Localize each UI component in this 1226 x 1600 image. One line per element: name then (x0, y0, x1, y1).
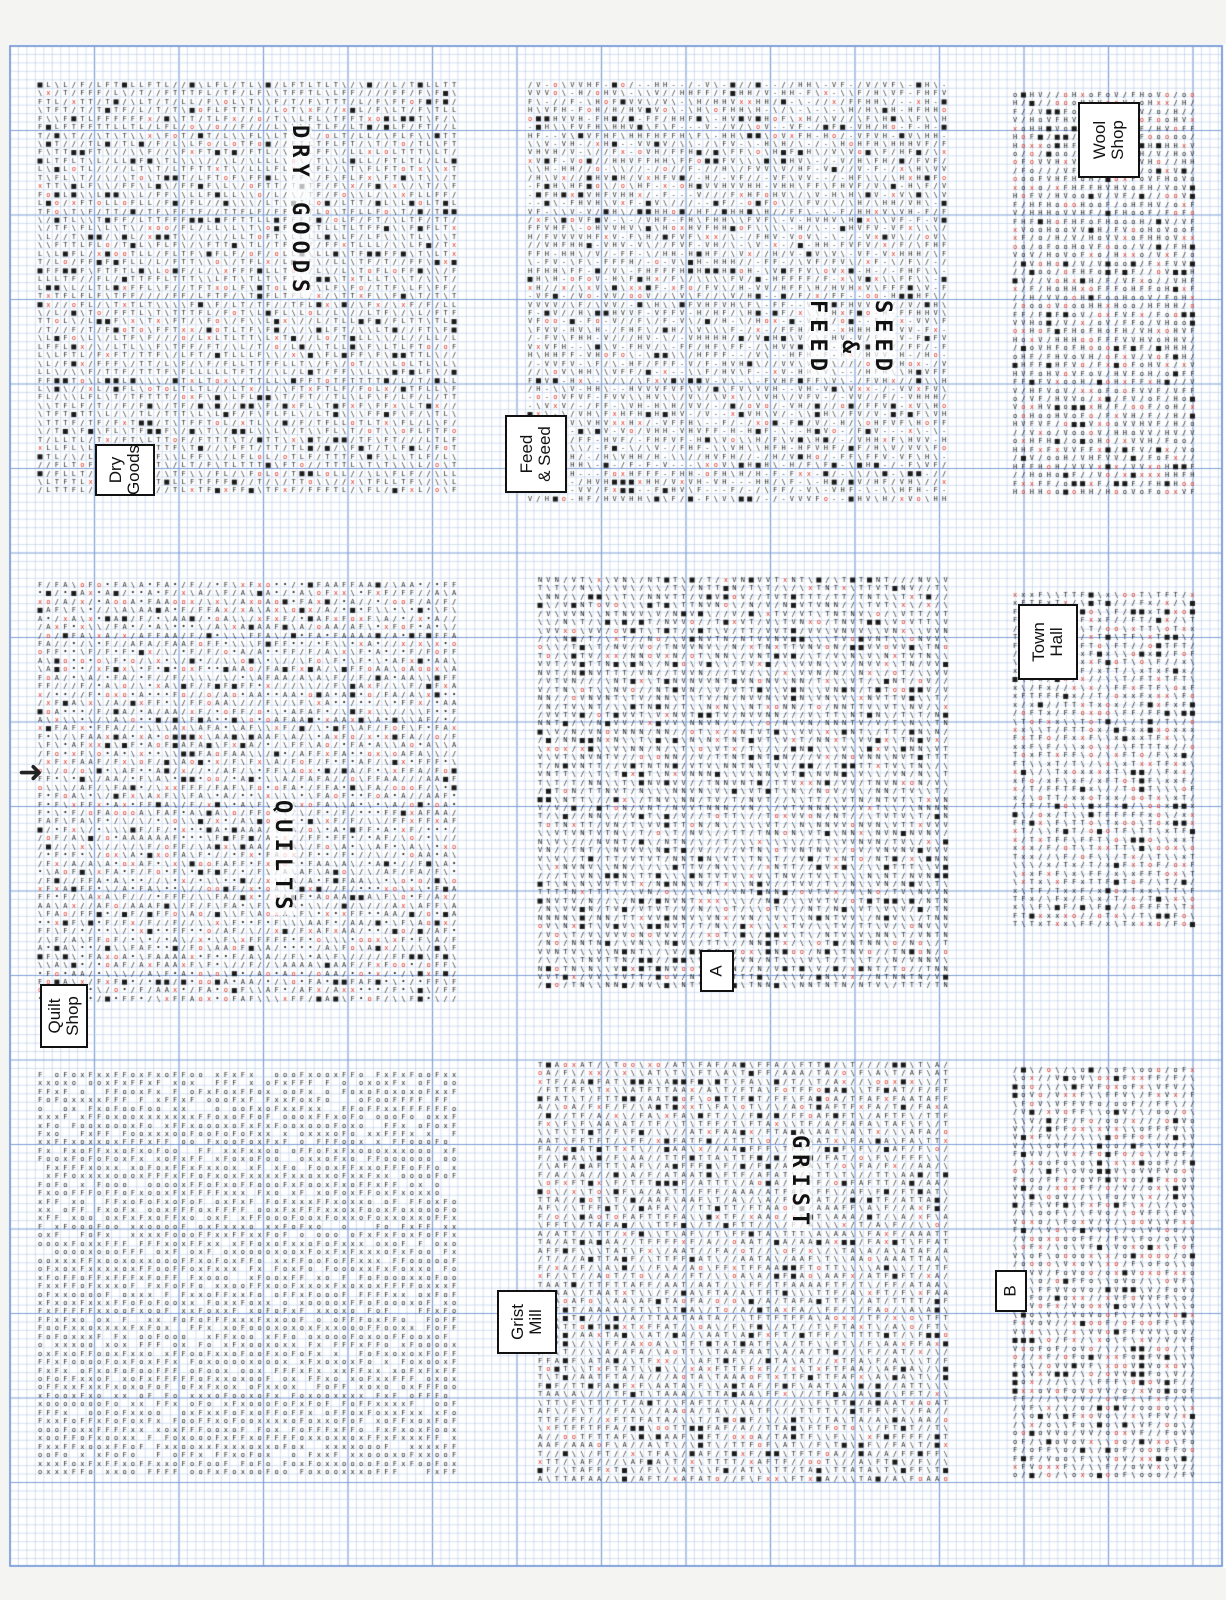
label-text: Wool Shop (1089, 120, 1127, 160)
chart-text-amp: & (837, 340, 862, 360)
label-text: Dry Goods (106, 444, 143, 496)
label-text: Grist Mill (507, 1304, 545, 1340)
chart-text-grist: GRIST (787, 1135, 812, 1232)
label-text: Feed & Seed (516, 426, 554, 482)
label-section-a: A (700, 950, 734, 992)
label-grist-mill: Grist Mill (497, 1290, 557, 1354)
label-text: A (707, 965, 726, 977)
chart-text-seed: SEED (870, 300, 895, 377)
label-dry-goods: Dry Goods (95, 444, 155, 496)
arrow-right-icon: ➜ (18, 756, 44, 789)
label-town-hall: Town Hall (1018, 604, 1078, 680)
label-text: Town Hall (1029, 622, 1066, 662)
label-wool-shop: Wool Shop (1078, 102, 1140, 178)
label-feed-seed: Feed & Seed (505, 415, 567, 493)
label-text: B (1001, 1285, 1020, 1297)
chart-text-quilts: QUILTS (270, 800, 295, 916)
label-quilt-shop: Quilt Shop (40, 984, 88, 1048)
label-section-b: B (995, 1270, 1027, 1312)
chart-text-feed: FEED (805, 300, 830, 377)
label-text: Quilt Shop (44, 996, 82, 1036)
chart-text-dry-goods: DRY GOODS (287, 125, 312, 299)
